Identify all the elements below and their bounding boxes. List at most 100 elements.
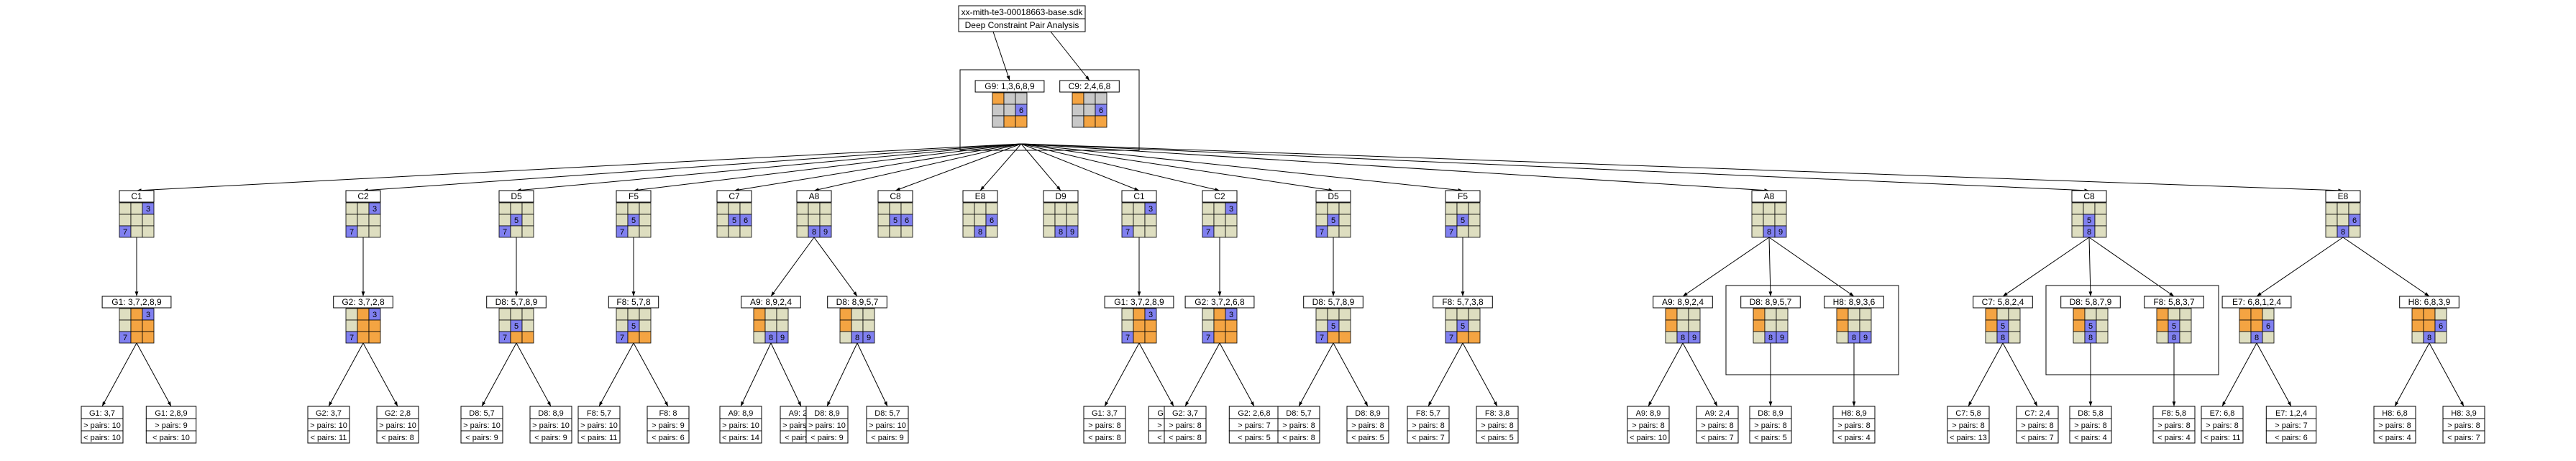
tree-edge — [770, 237, 815, 297]
leaf-node: G1: 3,7> pairs: 10< pairs: 10 — [81, 406, 124, 444]
tree-edge — [1020, 143, 1140, 191]
leaf-node: D8: 5,7> pairs: 8< pairs: 8 — [1277, 406, 1320, 444]
tree-edge — [2088, 237, 2175, 297]
grid-cell — [1445, 319, 1458, 332]
tree-edge — [740, 342, 772, 407]
grid-cell — [1225, 214, 1238, 227]
leaf-text: < pairs: 14 — [722, 434, 759, 442]
leaf-text: < pairs: 7 — [2447, 434, 2480, 442]
leaf-text: > pairs: 9 — [155, 421, 188, 430]
grid-cell — [1315, 202, 1328, 215]
grid-cell — [345, 202, 358, 215]
grid-cell — [2071, 214, 2084, 227]
leaf-text: > pairs: 8 — [2021, 421, 2054, 430]
grid-cell — [1847, 308, 1860, 321]
cell-number: 7 — [1125, 228, 1130, 237]
grid-cell — [862, 308, 875, 321]
tree-edge — [2256, 342, 2292, 407]
leaf-node: D8: 8,9> pairs: 10< pairs: 9 — [805, 406, 849, 444]
node-label-box — [1445, 190, 1481, 203]
leaf-text: D8: 5,7 — [469, 409, 494, 418]
tree-edge — [895, 143, 1022, 191]
cell-number: 7 — [123, 228, 127, 237]
leaf-text: < pairs: 8 — [1169, 434, 1202, 442]
leaf-row — [2373, 430, 2416, 444]
leaf-node: A9: 8,9> pairs: 8< pairs: 10 — [1627, 406, 1670, 444]
tree-edge — [598, 342, 634, 407]
node-label: C2 — [1214, 191, 1225, 201]
tree-edge — [1020, 143, 2090, 191]
grid-cell — [764, 319, 777, 332]
grid-cell — [753, 308, 766, 321]
arrowhead — [2033, 401, 2037, 406]
tree-edge — [136, 143, 1022, 191]
grid-cell — [498, 202, 511, 215]
cell-number: 6 — [1019, 106, 1023, 115]
root-title: xx-mith-te3-00018663-base.sdk — [962, 7, 1084, 17]
arrowhead — [1218, 291, 1222, 296]
leaf-row — [647, 430, 690, 444]
grid-cell — [1015, 115, 1028, 128]
grid-cell — [616, 319, 629, 332]
grid-cell — [985, 202, 998, 215]
grid-cell — [1665, 308, 1678, 321]
tree-edge — [1184, 342, 1220, 407]
grid-cell — [992, 92, 1005, 105]
grid-cell — [1751, 202, 1764, 215]
node-label: F8: 5,8,3,7 — [2153, 297, 2195, 307]
leaf-text: < pairs: 13 — [1950, 434, 1987, 442]
grid-cell — [862, 331, 875, 344]
grid-cell — [1003, 92, 1016, 105]
arrowhead — [1768, 291, 1773, 296]
grid-cell — [627, 308, 640, 321]
leaf-text: > pairs: 8 — [2447, 421, 2480, 430]
grid-cell — [2250, 319, 2263, 332]
cell-number: 6 — [744, 216, 748, 225]
grid-cell — [1445, 214, 1458, 227]
arrowhead — [1134, 187, 1139, 191]
grid-cell — [728, 202, 741, 215]
grid-cell — [345, 319, 358, 332]
leaf-row — [1083, 430, 1126, 444]
node-label: G1: 3,7,2,8,9 — [111, 297, 162, 307]
arrowhead — [1461, 291, 1465, 296]
grid-cell — [1144, 319, 1157, 332]
grid-cell — [1688, 319, 1701, 332]
leaf-row — [1832, 430, 1876, 444]
arrowhead — [631, 291, 636, 296]
grid-cell — [1066, 214, 1079, 227]
arrowhead — [1364, 401, 1368, 406]
node-label-box — [2060, 296, 2121, 309]
arrowhead — [664, 401, 668, 406]
arrowhead — [167, 401, 171, 406]
grid-cell — [521, 202, 534, 215]
grid-cell — [2434, 331, 2447, 344]
arrowhead — [2003, 292, 2008, 296]
grid-cell — [1836, 319, 1849, 332]
leaf-text: < pairs: 7 — [2021, 434, 2054, 442]
node-label: D8: 5,8,7,9 — [2070, 297, 2112, 307]
node-label: A9: 8,9,2,4 — [750, 297, 792, 307]
grid-cell — [1225, 225, 1238, 238]
leaf-text: > pairs: 10 — [722, 421, 759, 430]
grid-cell — [1133, 331, 1146, 344]
leaf-row — [2442, 430, 2485, 444]
grid-cell — [1753, 331, 1766, 344]
grid-cell — [2262, 308, 2275, 321]
arrowhead — [1493, 401, 1497, 406]
grid-cell — [877, 214, 890, 227]
grid-cell — [130, 225, 143, 238]
grid-cell — [1144, 214, 1157, 227]
grid-cell — [357, 308, 370, 321]
tree-edge — [328, 342, 364, 407]
grid-cell — [1753, 308, 1766, 321]
grid-cell — [2096, 308, 2109, 321]
leaf-text: > pairs: 10 — [379, 421, 416, 430]
grid-cell — [962, 225, 975, 238]
node-label: G2: 3,7,2,6,8 — [1195, 297, 1245, 307]
grid-cell — [1095, 115, 1107, 128]
node-label: E7: 6,8,1,2,4 — [2232, 297, 2281, 307]
node-label: C9: 2,4,6,8 — [1069, 81, 1111, 91]
